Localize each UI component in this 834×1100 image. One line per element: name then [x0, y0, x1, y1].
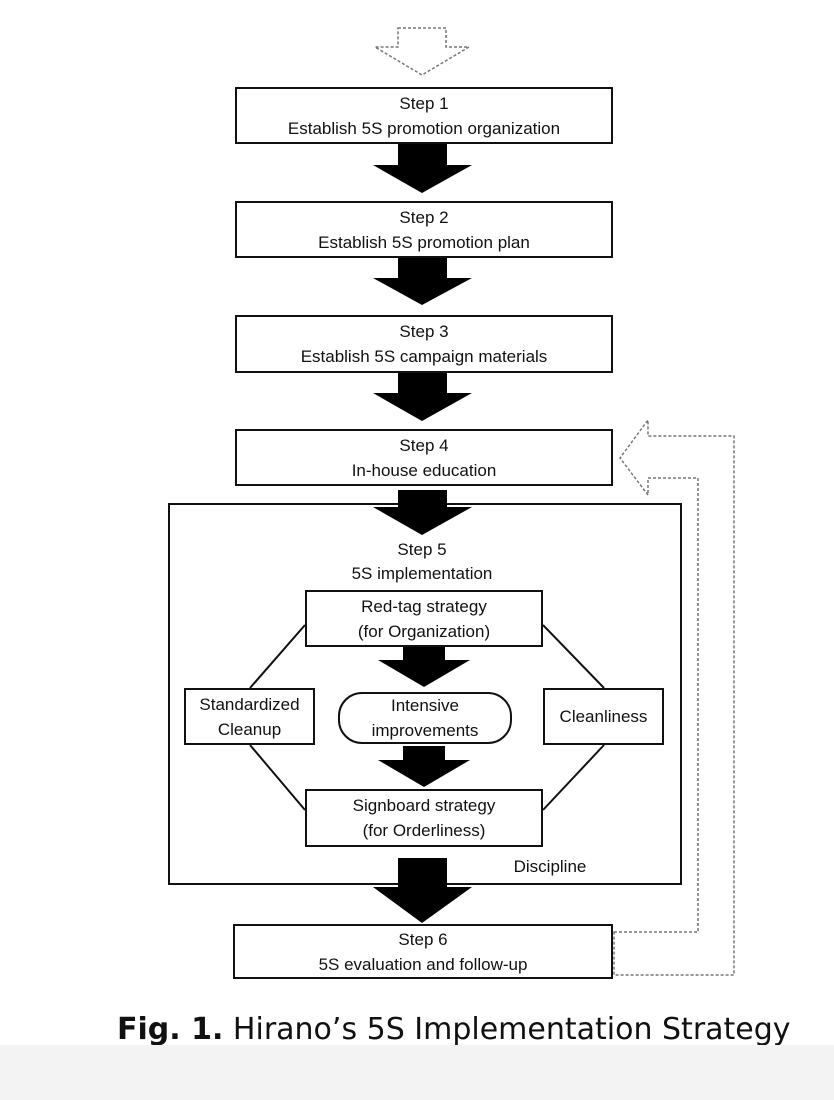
red-tag-line1: Red-tag strategy: [361, 596, 487, 616]
step2-label: Establish 5S promotion plan: [318, 232, 530, 252]
connector-cleanliness-signboard: [542, 744, 605, 811]
step6-label: 5S evaluation and follow-up: [318, 954, 528, 974]
cleanliness-label: Cleanliness: [559, 707, 648, 726]
arrow-redtag-to-intensive: [378, 645, 470, 687]
standardized-line2: Cleanup: [217, 719, 282, 739]
step3-box: Step 3 Establish 5S campaign materials: [235, 315, 613, 373]
step2-title: Step 2: [399, 207, 449, 227]
step6-box: Step 6 5S evaluation and follow-up: [233, 924, 613, 979]
step4-box: Step 4 In-house education: [235, 429, 613, 486]
connector-redtag-standardized: [249, 624, 306, 689]
step5-heading: Step 5 5S implementation: [300, 538, 544, 586]
step1-title: Step 1: [399, 93, 449, 113]
step1-label: Establish 5S promotion organization: [287, 118, 561, 138]
step5-title: Step 5: [397, 540, 447, 559]
step6-title: Step 6: [398, 929, 448, 949]
arrow-intensive-to-signboard: [378, 746, 470, 787]
figure-caption-text: Hirano’s 5S Implementation Strategy: [232, 1012, 791, 1047]
intensive-improvements-box: Intensive improvements: [338, 692, 512, 744]
arrow-step4-to-step5: [373, 490, 472, 535]
red-tag-line2: (for Organization): [357, 621, 491, 641]
feedback-loop-arrow: [613, 417, 735, 976]
step1-box: Step 1 Establish 5S promotion organizati…: [235, 87, 613, 144]
bottom-band: [0, 1045, 834, 1100]
standardized-line1: Standardized: [199, 694, 300, 714]
red-tag-strategy-box: Red-tag strategy (for Organization): [305, 590, 543, 647]
arrow-step3-to-step4: [373, 373, 472, 421]
connector-redtag-cleanliness: [542, 624, 605, 689]
diagram-stage: Step 1 Establish 5S promotion organizati…: [117, 27, 791, 1047]
arrow-step2-to-step3: [373, 258, 472, 305]
step4-title: Step 4: [399, 435, 449, 455]
step3-label: Establish 5S campaign materials: [300, 347, 548, 366]
step5-label: 5S implementation: [351, 564, 493, 583]
entry-arrow: [372, 27, 472, 76]
arrow-step5-to-step6: [373, 858, 472, 923]
intensive-line1: Intensive: [390, 696, 460, 715]
figure-caption-prefix: Fig. 1.: [117, 1012, 224, 1047]
step3-title: Step 3: [399, 322, 449, 341]
step2-box: Step 2 Establish 5S promotion plan: [235, 201, 613, 258]
standardized-cleanup-box: Standardized Cleanup: [184, 688, 315, 745]
step4-label: In-house education: [351, 460, 497, 480]
signboard-strategy-box: Signboard strategy (for Orderliness): [305, 789, 543, 847]
discipline-label: Discipline: [513, 857, 587, 876]
signboard-line1: Signboard strategy: [352, 796, 496, 815]
arrow-step1-to-step2: [373, 144, 472, 193]
connector-standardized-signboard: [249, 744, 306, 811]
intensive-line2: improvements: [371, 721, 479, 740]
figure-caption: Fig. 1. Hirano’s 5S Implementation Strat…: [117, 1010, 791, 1050]
cleanliness-box: Cleanliness: [543, 688, 664, 745]
signboard-line2: (for Orderliness): [362, 821, 486, 840]
diagram-graphics: [249, 27, 735, 976]
